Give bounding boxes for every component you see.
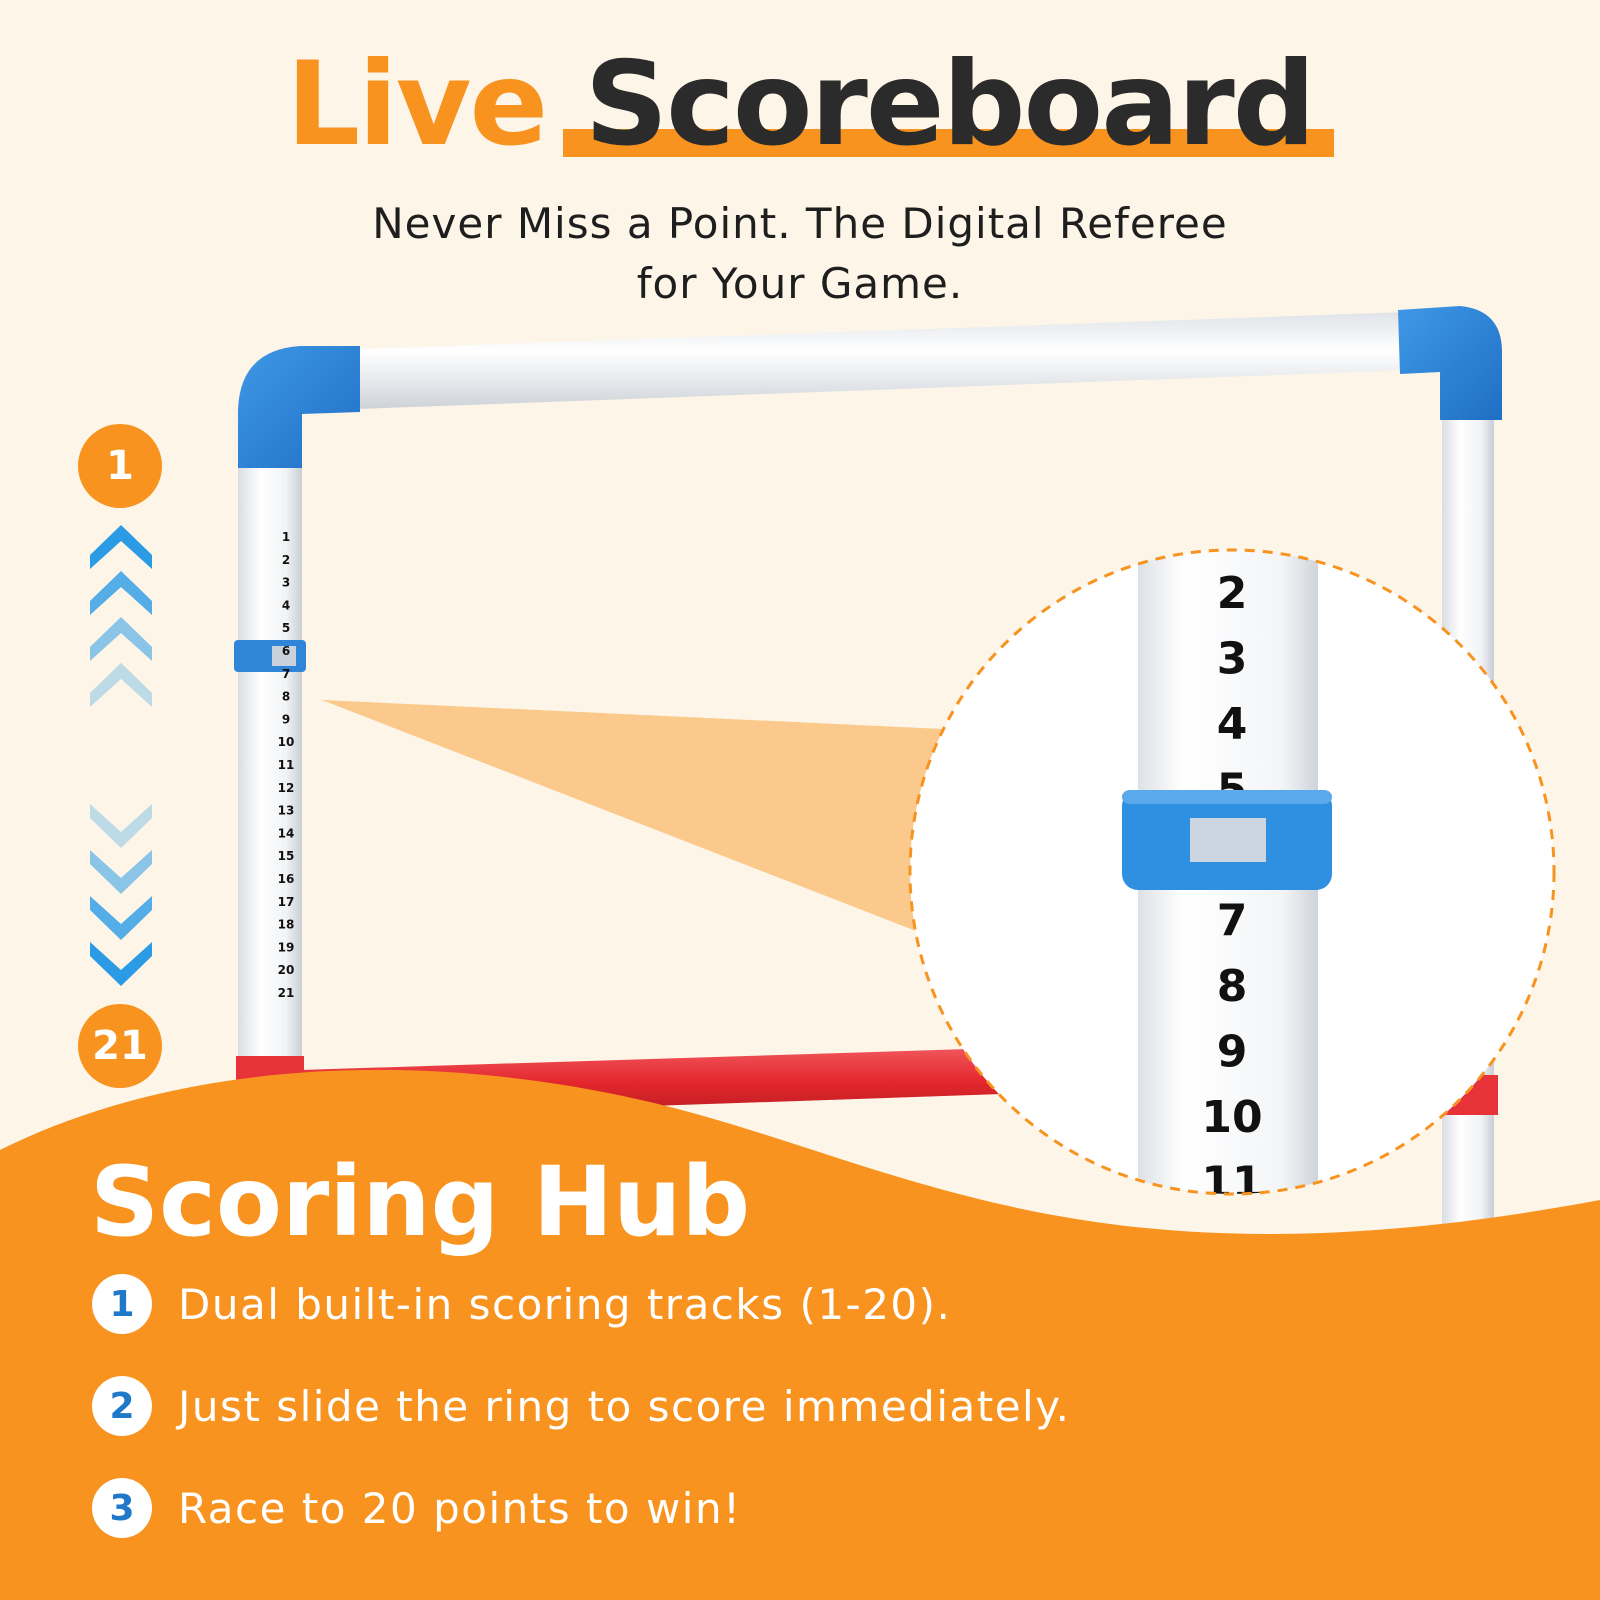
track-mark: 17 — [278, 895, 295, 909]
track-mark: 13 — [278, 804, 295, 818]
track-mark: 21 — [278, 986, 295, 1000]
top-crossbar — [330, 312, 1412, 410]
zoom-track-mark: 9 — [1217, 1027, 1248, 1078]
chevron-down-icon — [90, 896, 152, 940]
zoom-callout-wedge — [322, 700, 965, 950]
track-mark: 3 — [282, 576, 290, 590]
feature-item: 2 Just slide the ring to score immediate… — [92, 1374, 1070, 1438]
chevron-down-icon — [90, 942, 152, 986]
track-mark: 8 — [282, 690, 290, 704]
track-mark: 11 — [278, 758, 295, 772]
feature-number-badge: 3 — [92, 1478, 152, 1538]
track-mark: 5 — [282, 621, 290, 635]
feature-text: Race to 20 points to win! — [178, 1483, 742, 1533]
chevron-up-icon — [90, 571, 152, 615]
chevron-up-icon — [90, 663, 152, 707]
feature-item: 3 Race to 20 points to win! — [92, 1476, 1070, 1540]
ring-window — [272, 646, 296, 666]
zoom-track-mark: 7 — [1217, 896, 1248, 947]
orange-wave-panel — [0, 1069, 1600, 1600]
track-mark: 9 — [282, 712, 290, 726]
track-mark: 15 — [278, 849, 295, 863]
zoom-track-mark: 10 — [1201, 1092, 1262, 1143]
chevrons-down-icon — [90, 804, 152, 986]
zoom-track-mark: 4 — [1217, 699, 1248, 750]
chevron-up-icon — [90, 525, 152, 569]
feature-text: Just slide the ring to score immediately… — [178, 1381, 1071, 1431]
track-mark: 10 — [278, 735, 295, 749]
feature-list: 1 Dual built-in scoring tracks (1-20). 2… — [92, 1272, 1070, 1578]
subtitle: Never Miss a Point. The Digital Referee … — [300, 194, 1300, 314]
zoom-track-mark: 3 — [1217, 634, 1248, 685]
track-mark: 14 — [278, 826, 295, 840]
track-mark: 4 — [282, 598, 290, 612]
track-mark: 16 — [278, 872, 295, 886]
scoring-hub-title: Scoring Hub — [90, 1146, 751, 1258]
track-mark: 12 — [278, 781, 295, 795]
track-mark: 1 — [282, 530, 290, 544]
feature-text: Dual built-in scoring tracks (1-20). — [178, 1279, 952, 1329]
zoom-track-mark: 2 — [1217, 568, 1248, 619]
title-main-word: Scoreboard — [562, 37, 1334, 172]
track-mark: 20 — [278, 963, 295, 977]
zoom-track-mark: 8 — [1217, 961, 1248, 1012]
range-start-badge: 1 — [78, 424, 162, 508]
range-end-badge: 21 — [78, 1004, 162, 1088]
feature-item: 1 Dual built-in scoring tracks (1-20). — [92, 1272, 1070, 1336]
feature-number-badge: 2 — [92, 1376, 152, 1436]
chevron-down-icon — [90, 850, 152, 894]
track-mark: 19 — [278, 940, 295, 954]
chevron-up-icon — [90, 617, 152, 661]
chevron-down-icon — [90, 804, 152, 848]
track-mark: 2 — [282, 553, 290, 567]
subtitle-line-2: for Your Game. — [636, 259, 964, 308]
subtitle-line-1: Never Miss a Point. The Digital Referee — [372, 199, 1228, 248]
zoom-track-mark: 11 — [1201, 1158, 1262, 1209]
right-elbow-connector — [1398, 306, 1502, 420]
title-accent-word: Live — [286, 37, 548, 172]
track-mark: 18 — [278, 918, 295, 932]
track-mark: 6 — [282, 644, 290, 658]
page-title: Live Scoreboard — [0, 38, 1600, 171]
feature-number-badge: 1 — [92, 1274, 152, 1334]
chevrons-up-icon — [90, 525, 152, 707]
left-elbow-connector — [238, 346, 360, 470]
track-mark: 7 — [282, 667, 290, 681]
title-area: Live Scoreboard — [0, 0, 1600, 200]
